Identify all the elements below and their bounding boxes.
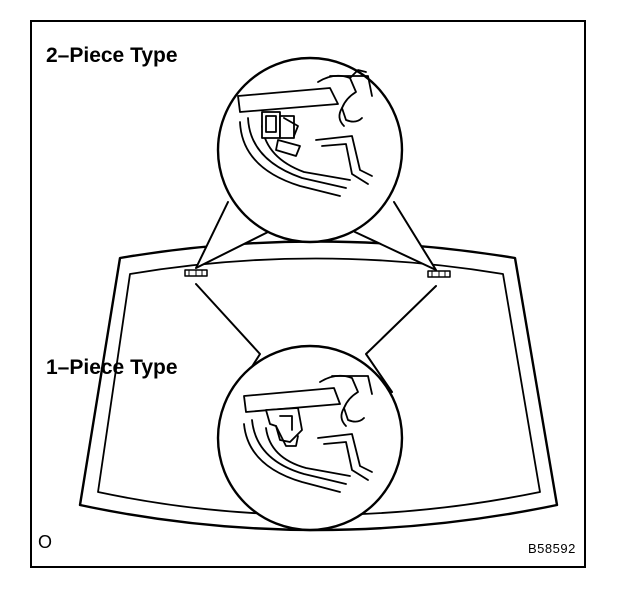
corner-mark: O [38,532,53,552]
callout-wedge-bottom-right [365,285,437,393]
detail-circle-2-piece [216,56,404,244]
detail-2-piece-section [237,69,373,197]
detail-circle-1-piece [216,344,404,532]
windshield-outer-edge [78,240,559,532]
figure-code: B58592 [528,541,576,556]
label-1-piece-type: 1–Piece Type [46,356,178,379]
figure-frame [30,20,586,568]
detail-1-piece-section [243,374,373,493]
label-2-piece-type: 2–Piece Type [46,44,178,67]
callout-wedge-top-right [354,201,437,271]
windshield-inner-edge [97,257,541,516]
